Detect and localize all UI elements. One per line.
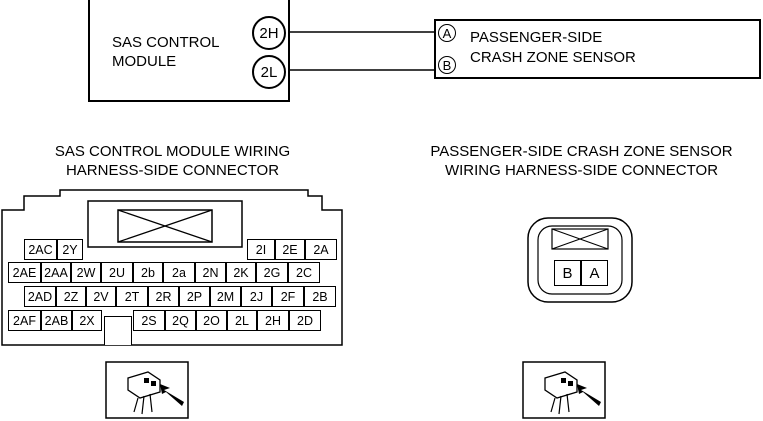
pin-cell: 2J [241, 286, 272, 307]
pin-cell: 2N [195, 262, 226, 283]
pin-cell: 2V [86, 286, 116, 307]
right-connector-title-line2: WIRING HARNESS-SIDE CONNECTOR [444, 162, 719, 179]
sensor-pin-b: B [554, 260, 581, 286]
pin-cell: 2R [148, 286, 179, 307]
pin-cell: 2U [101, 262, 133, 283]
pin-cell: 2W [71, 262, 101, 283]
pin-cell: 2T [116, 286, 148, 307]
connector-view-icon-left [105, 361, 189, 419]
pin-cell: 2AD [24, 286, 56, 307]
pin-cell: 2AF [8, 310, 41, 331]
pin-cell: 2M [210, 286, 241, 307]
sas-module-label-line1: SAS CONTROL [112, 34, 220, 51]
terminal-2l: 2L [252, 55, 286, 89]
pin-cell: 2F [272, 286, 304, 307]
pin-cell: 2AB [41, 310, 72, 331]
pin-cell: 2Y [57, 239, 83, 260]
connector-view-icon-right [522, 361, 606, 419]
pin-cell: 2C [288, 262, 320, 283]
pin-cell: 2D [289, 310, 321, 331]
left-connector-title-line2: HARNESS-SIDE CONNECTOR [65, 162, 280, 179]
pin-cell: 2P [179, 286, 210, 307]
left-connector-title-line1: SAS CONTROL MODULE WIRING [54, 143, 291, 160]
pin-cell: 2Z [56, 286, 86, 307]
pin-cell: 2X [72, 310, 102, 331]
sensor-label-line2: CRASH ZONE SENSOR [470, 49, 636, 66]
pin-cell: 2AA [41, 262, 71, 283]
right-connector-title-line1: PASSENGER-SIDE CRASH ZONE SENSOR [430, 143, 733, 160]
pin-cell: 2E [275, 239, 305, 260]
pin-cell: 2Q [165, 310, 196, 331]
pin-cell: 2L [227, 310, 257, 331]
pin-cell: 2A [305, 239, 337, 260]
crash-zone-sensor-box [434, 19, 761, 79]
pin-cell: 2AC [24, 239, 57, 260]
pin-cell: 2H [257, 310, 289, 331]
terminal-b: B [438, 56, 456, 74]
pin-cell: 2b [133, 262, 163, 283]
terminal-a: A [438, 24, 456, 42]
sensor-pin-a: A [581, 260, 608, 286]
pin-cell: 2a [163, 262, 195, 283]
pin-cell: 2S [133, 310, 165, 331]
pin-cell: 2B [304, 286, 336, 307]
sas-module-label-line2: MODULE [112, 53, 177, 70]
sensor-label-line1: PASSENGER-SIDE [470, 29, 603, 46]
sas-control-module-box [88, 0, 290, 102]
pin-cell: 2K [226, 262, 256, 283]
pin-cell: 2O [196, 310, 227, 331]
connector-key-notch [104, 316, 132, 345]
pin-cell: 2I [247, 239, 275, 260]
terminal-2h: 2H [252, 16, 286, 50]
pin-cell: 2AE [8, 262, 41, 283]
pin-cell: 2G [256, 262, 288, 283]
